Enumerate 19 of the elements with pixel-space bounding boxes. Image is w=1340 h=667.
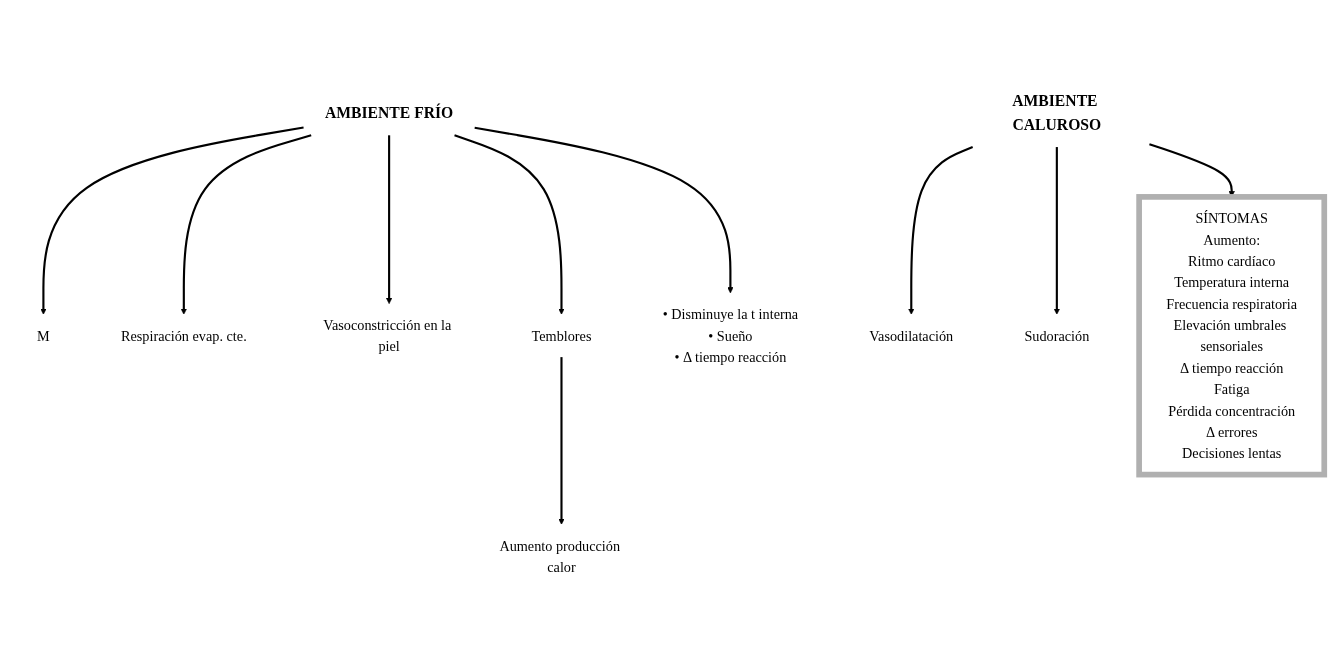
arrow: [180, 134, 312, 315]
node-text: M: [37, 327, 50, 344]
node-text: AMBIENTE FRÍO: [324, 103, 454, 122]
arrow: [454, 134, 565, 315]
arrow: [474, 126, 734, 294]
node-text: Respiración evap. cte.: [120, 327, 247, 344]
node-text: Aumento producción calor: [499, 537, 621, 575]
arrow: [558, 357, 565, 525]
node-text: Temblores: [531, 327, 592, 344]
node-text: Vasodilatación: [869, 327, 954, 344]
node-text: • Disminuye la t interna • Sueño • Δ tiempo reacción: [662, 306, 799, 365]
node-text: Vasoconstricción en la piel: [323, 317, 452, 355]
arrow: [908, 145, 974, 315]
arrow: [40, 126, 304, 315]
node-text: Sudoración: [1024, 327, 1090, 344]
node-text: AMBIENTE CALUROSO: [1012, 92, 1102, 134]
node-box: SÍNTOMAS Aumento: Ritmo cardíaco Temperatura interna Frecuencia respiratoria Elevación umbrales sensoriales Δ tiempo reacción Fatiga Pérdida concentración Δ errores Decisiones lentas: [1136, 193, 1328, 478]
arrow: [386, 135, 393, 304]
arrow: [1053, 146, 1060, 315]
